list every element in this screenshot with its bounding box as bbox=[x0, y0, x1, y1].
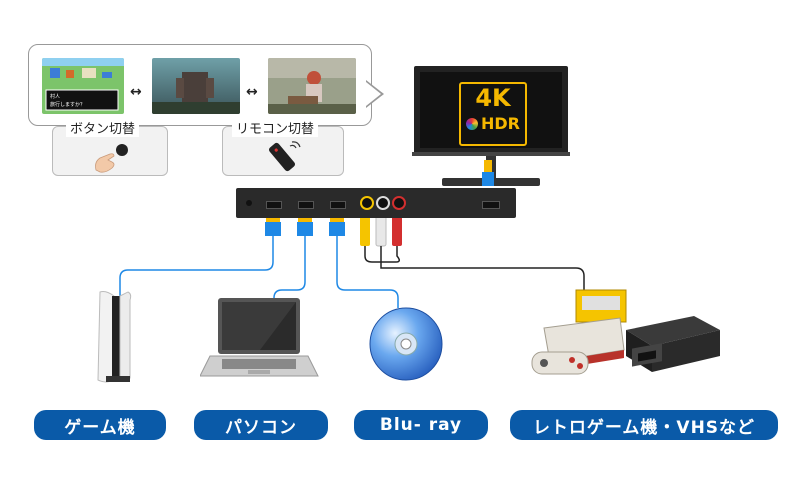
hdmi-in-port-3 bbox=[330, 201, 346, 209]
game-console-label: ゲーム機 bbox=[34, 410, 166, 440]
monitor-hdmi-connector bbox=[484, 160, 492, 174]
cable-to-bluray bbox=[336, 236, 399, 308]
fantasy-scene-screenshot bbox=[268, 58, 356, 114]
hdmi-switcher bbox=[236, 188, 516, 218]
hdr-color-icon bbox=[466, 117, 478, 130]
rca-port-white bbox=[376, 196, 390, 210]
remote-control-icon bbox=[262, 140, 302, 178]
hdmi-plug-2 bbox=[297, 214, 313, 236]
hdmi-plug-3 bbox=[329, 214, 345, 236]
4k-text: 4K bbox=[475, 84, 511, 112]
button-switch-label: ボタン切替 bbox=[66, 118, 140, 137]
rca-yellow-plug bbox=[360, 214, 370, 246]
game-console-icon bbox=[86, 290, 146, 390]
vhs-player-icon bbox=[624, 310, 724, 384]
dialog-line-2: 旅行しますか？ bbox=[50, 101, 85, 108]
4k-hdr-logo: 4K HDR bbox=[459, 82, 527, 146]
dialog-line-1: 村人 bbox=[50, 93, 60, 100]
hdmi-plug-1 bbox=[265, 214, 281, 236]
retro-console-icon bbox=[524, 288, 634, 386]
hdmi-in-port-2 bbox=[298, 201, 314, 209]
retro-game-screenshot: 村人 旅行しますか？ bbox=[42, 58, 124, 114]
monitor-hdmi-plug bbox=[482, 172, 494, 186]
cable-to-laptop bbox=[273, 236, 306, 300]
pc-label: パソコン bbox=[194, 410, 328, 440]
rca-port-red bbox=[392, 196, 406, 210]
hdr-text: HDR bbox=[481, 114, 520, 133]
rca-red-plug bbox=[392, 214, 402, 246]
hdmi-in-port-1 bbox=[266, 201, 282, 209]
bubble-tail-inner bbox=[366, 82, 381, 106]
retro-devices-label: レトロゲーム機・VHSなど bbox=[510, 410, 778, 440]
bluray-label: Blu- ray bbox=[354, 410, 488, 440]
ir-sensor bbox=[246, 200, 252, 206]
hand-press-button-icon bbox=[92, 140, 132, 178]
laptop-icon bbox=[199, 296, 320, 390]
hdmi-out-port bbox=[482, 201, 500, 209]
cable-to-game-console bbox=[119, 236, 274, 296]
remote-switch-label: リモコン切替 bbox=[232, 118, 319, 137]
double-arrow-icon: ↔ bbox=[130, 84, 142, 100]
robot-scene-screenshot bbox=[152, 58, 240, 114]
double-arrow-icon-2: ↔ bbox=[246, 84, 258, 100]
cable-to-retro-devices bbox=[364, 246, 585, 296]
rca-white-plug bbox=[375, 213, 387, 247]
bluray-disc-icon bbox=[366, 304, 446, 388]
rca-port-yellow bbox=[360, 196, 374, 210]
